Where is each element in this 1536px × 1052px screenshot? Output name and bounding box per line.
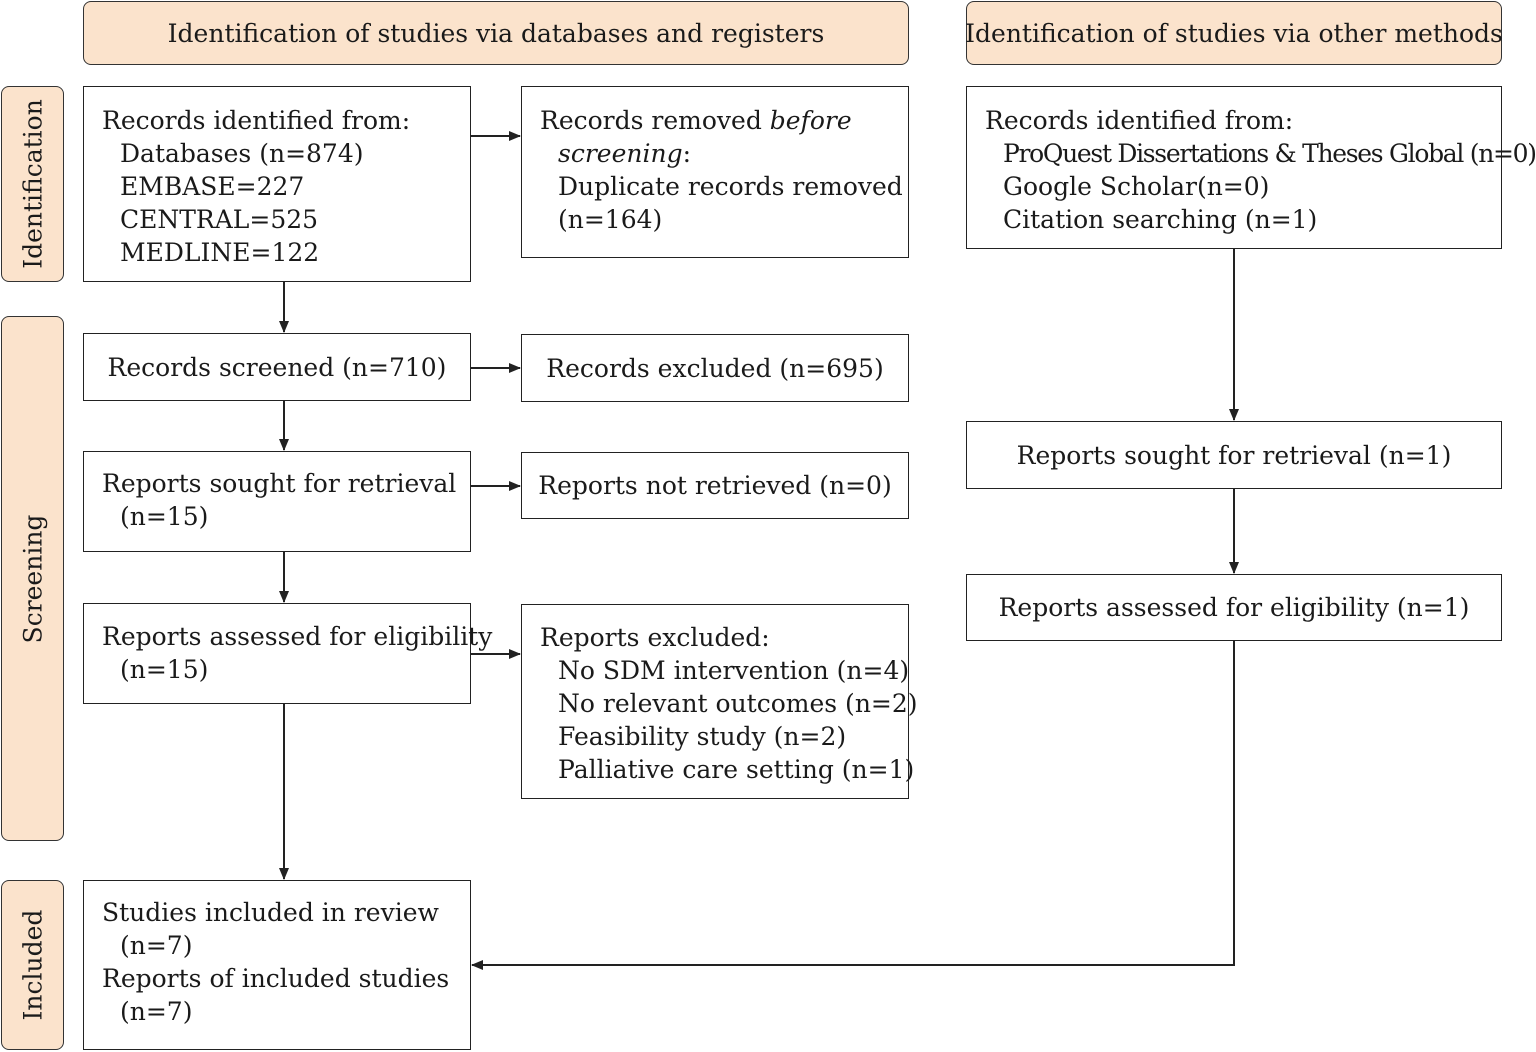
db-excluded-reason-no-outcomes: No relevant outcomes (n=2) <box>558 689 918 718</box>
db-reports-sought-box: Reports sought for retrieval (n=15) <box>83 451 471 552</box>
db-reports-excluded-box: Reports excluded: No SDM intervention (n… <box>521 604 918 799</box>
arrow-other-assessed-to-included <box>471 641 1235 970</box>
db-duplicates-count: (n=164) <box>558 205 663 234</box>
other-source-citation: Citation searching (n=1) <box>1003 205 1318 234</box>
db-source-central: CENTRAL=525 <box>120 205 319 234</box>
other-reports-sought-label: Reports sought for retrieval (n=1) <box>1016 440 1452 470</box>
db-reports-sought-title: Reports sought for retrieval <box>102 469 457 498</box>
included-studies-count: (n=7) <box>120 931 193 960</box>
included-studies-box: Studies included in review (n=7) Reports… <box>83 880 471 1050</box>
db-records-excluded-box: Records excluded (n=695) <box>521 334 909 402</box>
other-reports-assessed-box: Reports assessed for eligibility (n=1) <box>966 574 1502 641</box>
db-removed-title-colon: : <box>682 139 692 168</box>
included-reports-title: Reports of included studies <box>102 964 450 993</box>
db-records-excluded-label: Records excluded (n=695) <box>546 353 884 383</box>
included-studies-title: Studies included in review <box>102 898 439 927</box>
other-reports-assessed-label: Reports assessed for eligibility (n=1) <box>998 593 1470 622</box>
included-reports-count: (n=7) <box>120 997 193 1026</box>
phase-included: Included <box>1 880 64 1050</box>
header-other-methods-label: Identification of studies via other meth… <box>965 18 1503 48</box>
db-records-removed-title-cont: screening: <box>540 137 908 170</box>
db-records-removed-box: Records removed before screening: Duplic… <box>521 86 909 258</box>
db-excluded-reason-palliative: Palliative care setting (n=1) <box>558 755 915 784</box>
db-source-medline: MEDLINE=122 <box>120 238 320 267</box>
other-source-google-scholar: Google Scholar(n=0) <box>1003 172 1270 201</box>
db-excluded-reason-no-sdm: No SDM intervention (n=4) <box>558 656 910 685</box>
db-records-removed-title: Records removed before <box>540 104 908 137</box>
db-reports-excluded-title: Reports excluded: <box>540 623 770 652</box>
db-source-databases: Databases (n=874) <box>120 139 364 168</box>
phase-screening: Screening <box>1 316 64 841</box>
other-records-identified-title: Records identified from: <box>985 106 1294 135</box>
header-databases: Identification of studies via databases … <box>83 1 909 65</box>
db-source-embase: EMBASE=227 <box>120 172 305 201</box>
db-records-identified-title: Records identified from: <box>102 106 411 135</box>
db-records-screened-label: Records screened (n=710) <box>107 352 447 382</box>
db-reports-assessed-count: (n=15) <box>120 655 209 684</box>
db-removed-title-plain: Records removed <box>540 106 770 135</box>
db-reports-sought-count: (n=15) <box>120 502 209 531</box>
db-records-screened-box: Records screened (n=710) <box>83 333 471 401</box>
header-other-methods: Identification of studies via other meth… <box>965 1 1503 65</box>
flow-arrows <box>279 131 1239 970</box>
db-reports-not-retrieved-label: Reports not retrieved (n=0) <box>538 471 892 500</box>
other-records-identified-box: Records identified from: ProQuest Disser… <box>966 86 1536 249</box>
db-reports-not-retrieved-box: Reports not retrieved (n=0) <box>521 452 909 519</box>
header-databases-label: Identification of studies via databases … <box>167 18 825 48</box>
db-records-identified-box: Records identified from: Databases (n=87… <box>83 86 471 282</box>
other-reports-sought-box: Reports sought for retrieval (n=1) <box>966 421 1502 489</box>
db-reports-assessed-box: Reports assessed for eligibility (n=15) <box>83 603 493 704</box>
db-removed-title-italic-before: before <box>769 106 852 135</box>
db-duplicates-removed: Duplicate records removed <box>558 172 903 201</box>
db-reports-assessed-title: Reports assessed for eligibility <box>102 622 493 651</box>
phase-identification: Identification <box>1 86 64 282</box>
db-removed-title-italic-screening: screening <box>558 139 683 168</box>
other-source-proquest: ProQuest Dissertations & Theses Global (… <box>1003 139 1536 168</box>
db-excluded-reason-feasibility: Feasibility study (n=2) <box>558 722 847 751</box>
